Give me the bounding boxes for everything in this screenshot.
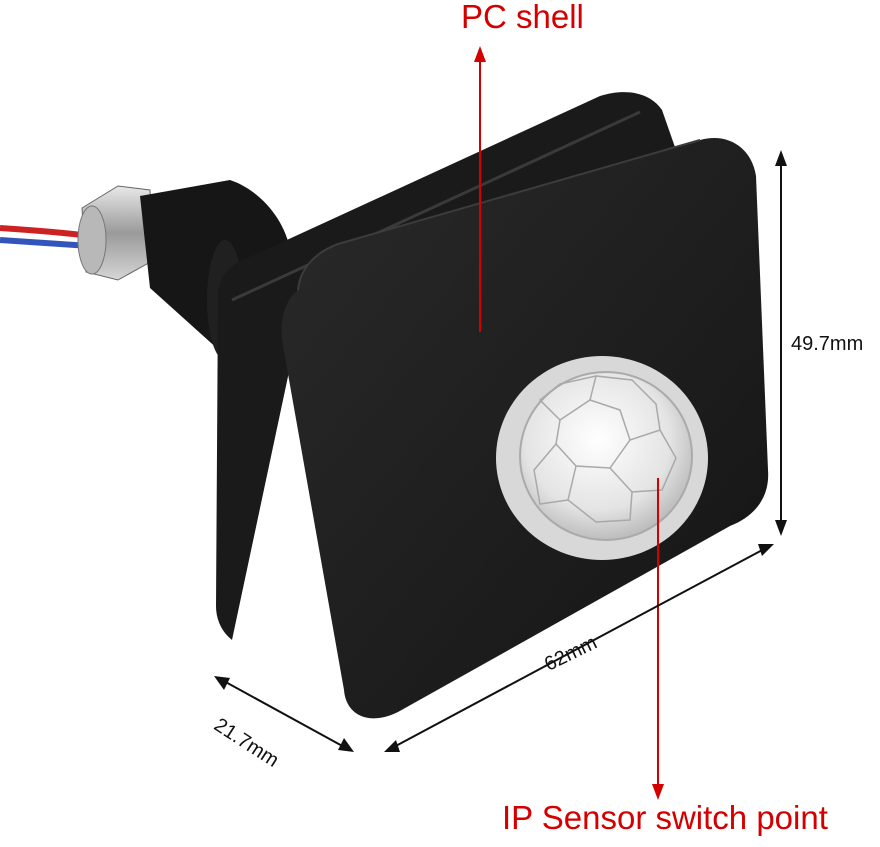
ip-sensor-label: IP Sensor switch point bbox=[502, 799, 828, 836]
annotation-arrows bbox=[214, 46, 787, 800]
width-dimension-line bbox=[391, 547, 767, 749]
pc-shell-label: PC shell bbox=[461, 0, 584, 35]
depth-dimension-line bbox=[221, 679, 347, 749]
pc-shell-back bbox=[216, 92, 676, 640]
pir-lens bbox=[496, 356, 708, 560]
threaded-nut bbox=[77, 185, 155, 281]
wires bbox=[0, 225, 91, 249]
height-label: 49.7mm bbox=[791, 333, 864, 355]
